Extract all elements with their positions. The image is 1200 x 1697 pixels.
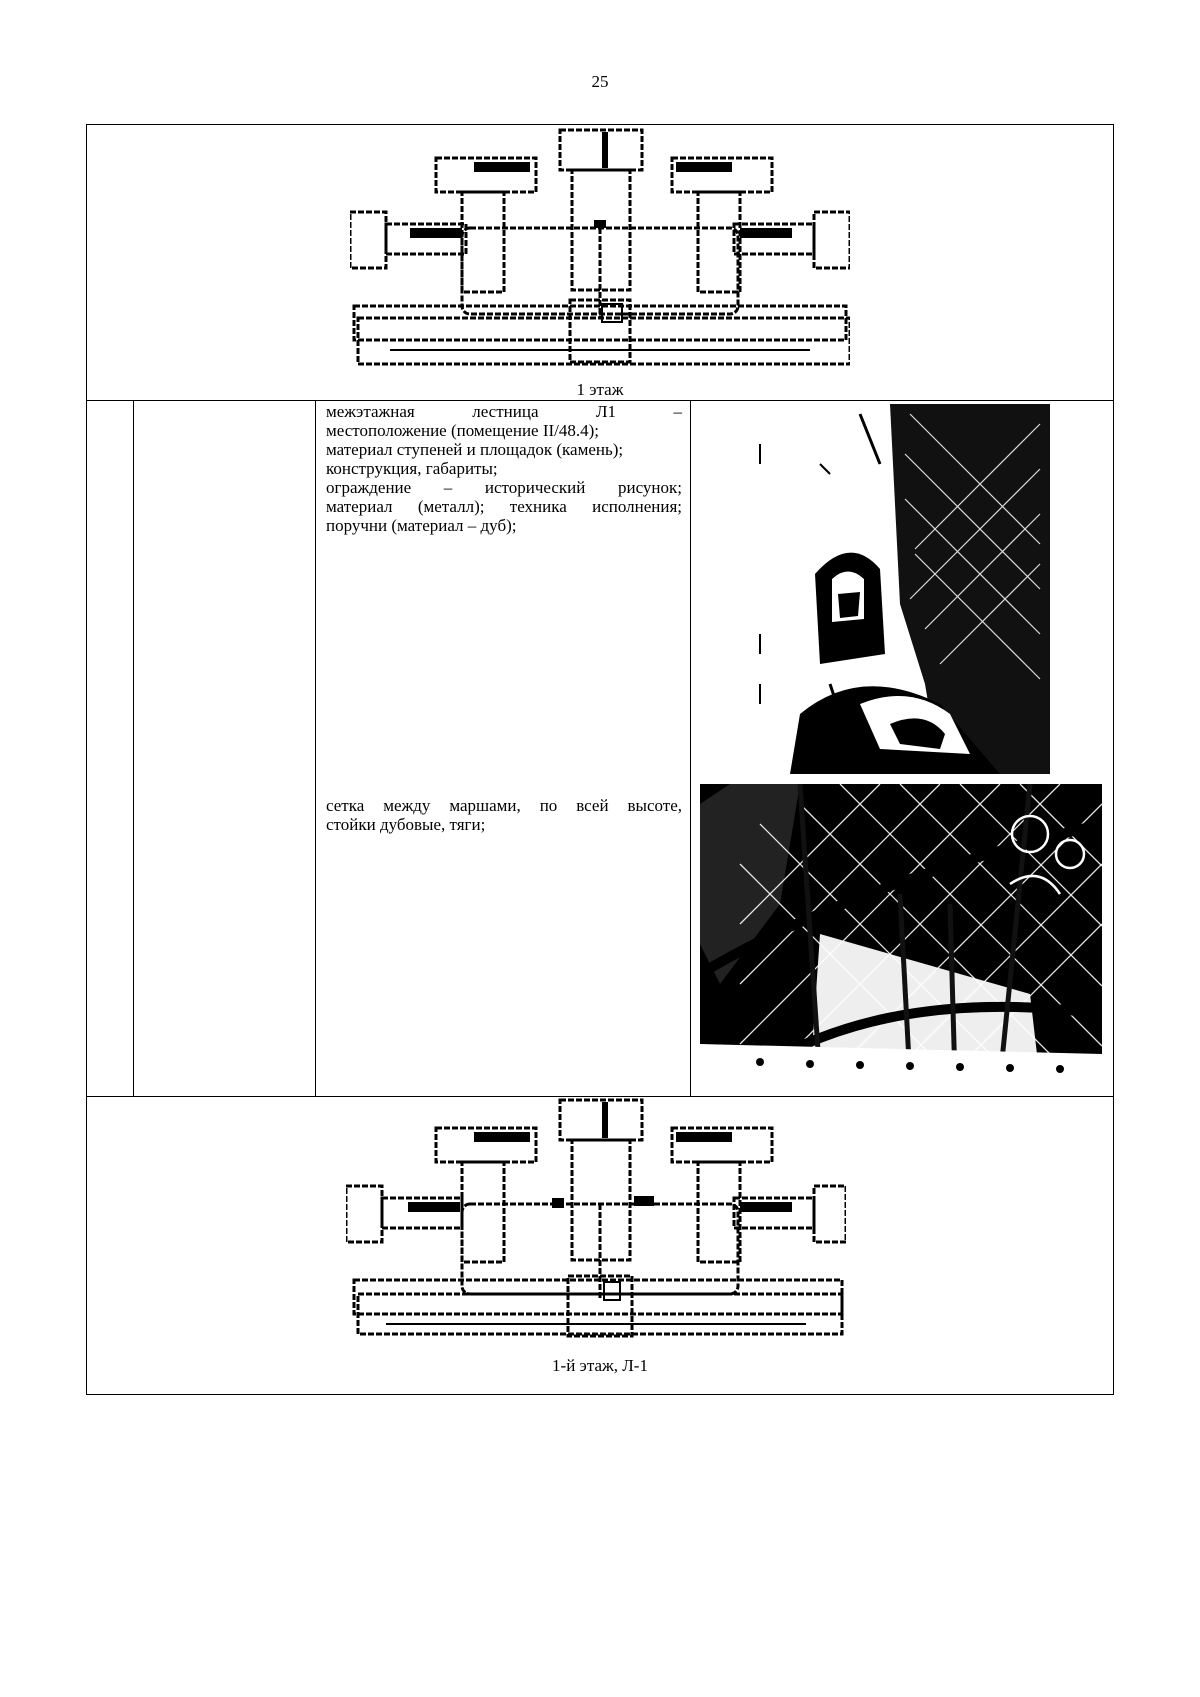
column-divider-3 — [690, 400, 691, 1096]
page-number: 25 — [591, 72, 609, 91]
floor-plan-top — [348, 128, 852, 376]
desc-line: стойки дубовые, тяги; — [326, 815, 486, 834]
row-divider-top — [86, 400, 1114, 401]
desc-line: материал (металл); техника исполнения; — [326, 497, 682, 516]
desc-line: межэтажная лестница Л1 – — [326, 402, 682, 421]
row-divider-bottom — [86, 1096, 1114, 1097]
desc-line: местоположение (помещение II/48.4); — [326, 421, 600, 440]
top-plan-caption: 1 этаж — [576, 380, 624, 399]
floor-plan-bottom — [344, 1098, 848, 1348]
photo-railing-mesh — [700, 784, 1102, 1080]
description-mesh: сетка между маршами, по всей высоте, сто… — [326, 796, 682, 834]
staircase-photo-icon — [740, 404, 1050, 774]
desc-line: ограждение – исторический рисунок; — [326, 478, 682, 497]
description-stair: межэтажная лестница Л1 – местоположение … — [326, 402, 682, 535]
desc-line: материал ступеней и площадок (камень); — [326, 440, 624, 459]
desc-line: поручни (материал – дуб); — [326, 516, 517, 535]
desc-line: сетка между маршами, по всей высоте, — [326, 796, 682, 815]
floor-plan-icon — [348, 128, 852, 366]
column-divider-1 — [133, 400, 134, 1096]
railing-mesh-photo-icon — [700, 784, 1102, 1080]
desc-line: конструкция, габариты; — [326, 459, 498, 478]
bottom-plan-caption: 1-й этаж, Л-1 — [552, 1356, 648, 1375]
photo-staircase — [740, 404, 1050, 774]
table-frame — [86, 124, 1114, 1395]
floor-plan-icon — [344, 1098, 848, 1338]
column-divider-2 — [315, 400, 316, 1096]
